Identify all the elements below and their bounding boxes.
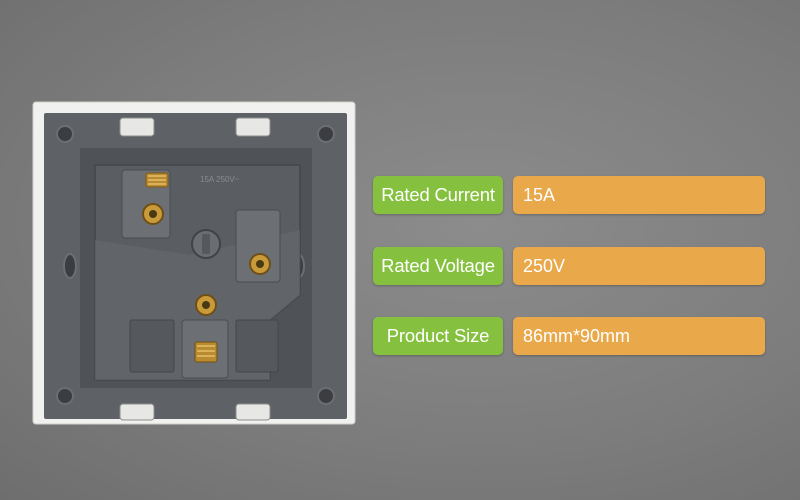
spec-label: Rated Current (373, 176, 503, 214)
spec-value: 86mm*90mm (513, 317, 765, 355)
spec-row-rated-current: Rated Current 15A (373, 176, 765, 214)
module-marking: 15A 250V~ (200, 175, 240, 184)
spec-value: 250V (513, 247, 765, 285)
spec-label: Product Size (373, 317, 503, 355)
socket-back-image: 15A 250V~ (32, 101, 356, 425)
brass-screws (142, 172, 271, 363)
spec-value: 15A (513, 176, 765, 214)
spec-row-rated-voltage: Rated Voltage 250V (373, 247, 765, 285)
spec-row-product-size: Product Size 86mm*90mm (373, 317, 765, 355)
spec-label: Rated Voltage (373, 247, 503, 285)
frame-clips (119, 117, 271, 421)
